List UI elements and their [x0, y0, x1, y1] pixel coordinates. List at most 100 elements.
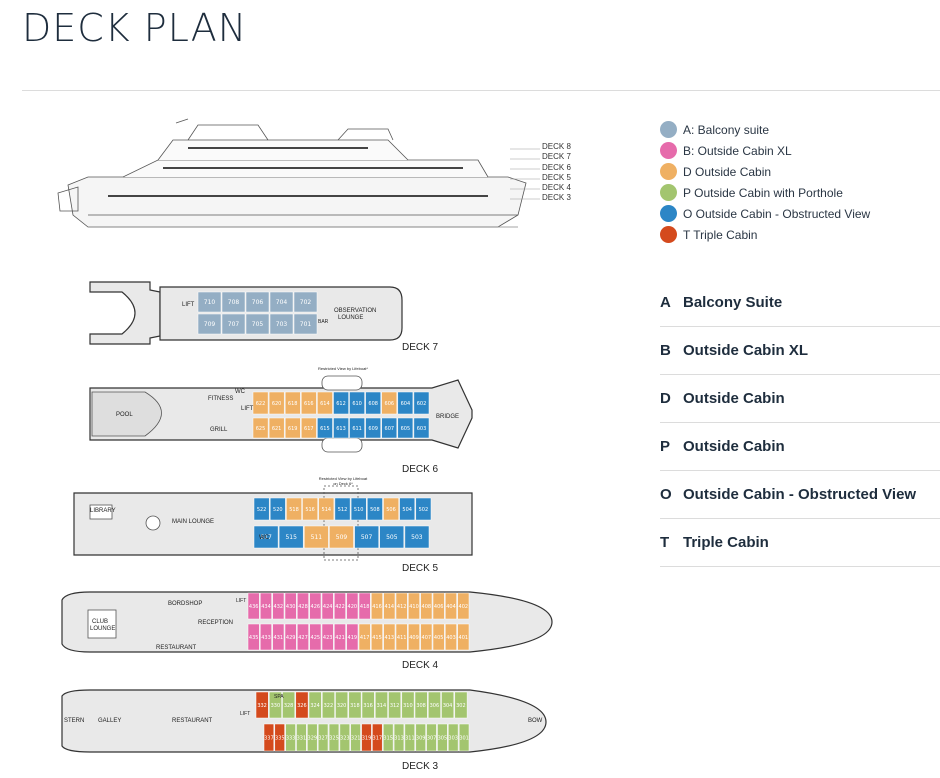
cabin-319[interactable]: [361, 723, 372, 752]
cabin-507[interactable]: [354, 525, 379, 549]
cabin-614[interactable]: [317, 391, 333, 415]
cabin-337[interactable]: [263, 723, 275, 752]
cabin-314[interactable]: [375, 691, 388, 719]
cabin-306[interactable]: [428, 691, 441, 719]
cabin-406[interactable]: [432, 592, 445, 620]
cabin-327[interactable]: [317, 723, 329, 752]
cabin-424[interactable]: [321, 592, 334, 620]
cabin-432[interactable]: [272, 592, 285, 620]
cabin-317[interactable]: [372, 723, 383, 752]
cabin-324[interactable]: [308, 691, 322, 719]
cabin-708[interactable]: [221, 291, 246, 313]
cabin-418[interactable]: [358, 592, 371, 620]
cabin-503[interactable]: [404, 525, 430, 549]
cabin-433[interactable]: [260, 623, 272, 651]
cabin-301[interactable]: [458, 723, 470, 752]
cabin-504[interactable]: [399, 497, 416, 521]
cabin-508[interactable]: [367, 497, 383, 521]
cabin-310[interactable]: [401, 691, 415, 719]
cabin-401[interactable]: [457, 623, 470, 651]
cabin-315[interactable]: [383, 723, 394, 752]
cabin-302[interactable]: [454, 691, 468, 719]
cabin-409[interactable]: [408, 623, 420, 651]
cabin-602[interactable]: [413, 391, 430, 415]
cabin-403[interactable]: [445, 623, 457, 651]
cabin-321[interactable]: [350, 723, 361, 752]
cabin-607[interactable]: [381, 417, 398, 439]
cabin-405[interactable]: [432, 623, 445, 651]
cabin-304[interactable]: [441, 691, 455, 719]
cabin-425[interactable]: [309, 623, 322, 651]
cabin-305[interactable]: [437, 723, 448, 752]
cabin-506[interactable]: [383, 497, 399, 521]
cabin-309[interactable]: [415, 723, 426, 752]
cabin-514[interactable]: [318, 497, 335, 521]
cabin-615[interactable]: [317, 417, 333, 439]
cabin-603[interactable]: [413, 417, 430, 439]
cabin-620[interactable]: [268, 391, 285, 415]
cabin-307[interactable]: [426, 723, 437, 752]
cabin-701[interactable]: [293, 313, 318, 335]
cabin-414[interactable]: [383, 592, 396, 620]
cabin-328[interactable]: [282, 691, 296, 719]
cabin-410[interactable]: [408, 592, 420, 620]
cabin-434[interactable]: [260, 592, 272, 620]
cabin-331[interactable]: [296, 723, 307, 752]
cabin-421[interactable]: [334, 623, 346, 651]
cabin-330[interactable]: [269, 691, 282, 719]
cabin-610[interactable]: [349, 391, 365, 415]
cabin-313[interactable]: [393, 723, 405, 752]
cabin-510[interactable]: [350, 497, 367, 521]
cabin-323[interactable]: [339, 723, 350, 752]
cabin-616[interactable]: [301, 391, 317, 415]
cabin-502[interactable]: [415, 497, 432, 521]
cabin-320[interactable]: [335, 691, 349, 719]
cabin-703[interactable]: [269, 313, 294, 335]
cabin-325[interactable]: [328, 723, 340, 752]
cabin-335[interactable]: [274, 723, 285, 752]
cabin-517[interactable]: [253, 525, 279, 549]
cabin-426[interactable]: [309, 592, 322, 620]
cabin-702[interactable]: [293, 291, 318, 313]
cabin-413[interactable]: [383, 623, 396, 651]
cabin-505[interactable]: [379, 525, 405, 549]
cabin-705[interactable]: [245, 313, 270, 335]
cabin-407[interactable]: [420, 623, 433, 651]
cabin-308[interactable]: [414, 691, 428, 719]
cabin-710[interactable]: [197, 291, 222, 313]
cabin-613[interactable]: [333, 417, 349, 439]
cabin-608[interactable]: [365, 391, 381, 415]
cabin-605[interactable]: [397, 417, 414, 439]
cabin-617[interactable]: [301, 417, 317, 439]
cabin-311[interactable]: [404, 723, 415, 752]
cabin-604[interactable]: [397, 391, 414, 415]
cabin-415[interactable]: [371, 623, 383, 651]
cabin-312[interactable]: [388, 691, 402, 719]
cabin-408[interactable]: [420, 592, 433, 620]
cabin-322[interactable]: [322, 691, 335, 719]
cabin-430[interactable]: [284, 592, 297, 620]
cabin-612[interactable]: [333, 391, 349, 415]
cabin-622[interactable]: [252, 391, 269, 415]
cabin-419[interactable]: [346, 623, 359, 651]
cabin-411[interactable]: [395, 623, 408, 651]
cabin-619[interactable]: [284, 417, 301, 439]
cabin-511[interactable]: [304, 525, 329, 549]
cabin-402[interactable]: [457, 592, 470, 620]
cabin-427[interactable]: [297, 623, 309, 651]
cabin-509[interactable]: [329, 525, 354, 549]
cabin-436[interactable]: [247, 592, 260, 620]
cabin-704[interactable]: [269, 291, 294, 313]
cabin-706[interactable]: [245, 291, 270, 313]
cabin-606[interactable]: [381, 391, 398, 415]
cabin-709[interactable]: [197, 313, 222, 335]
cabin-625[interactable]: [252, 417, 269, 439]
cabin-621[interactable]: [268, 417, 285, 439]
cabin-423[interactable]: [321, 623, 334, 651]
